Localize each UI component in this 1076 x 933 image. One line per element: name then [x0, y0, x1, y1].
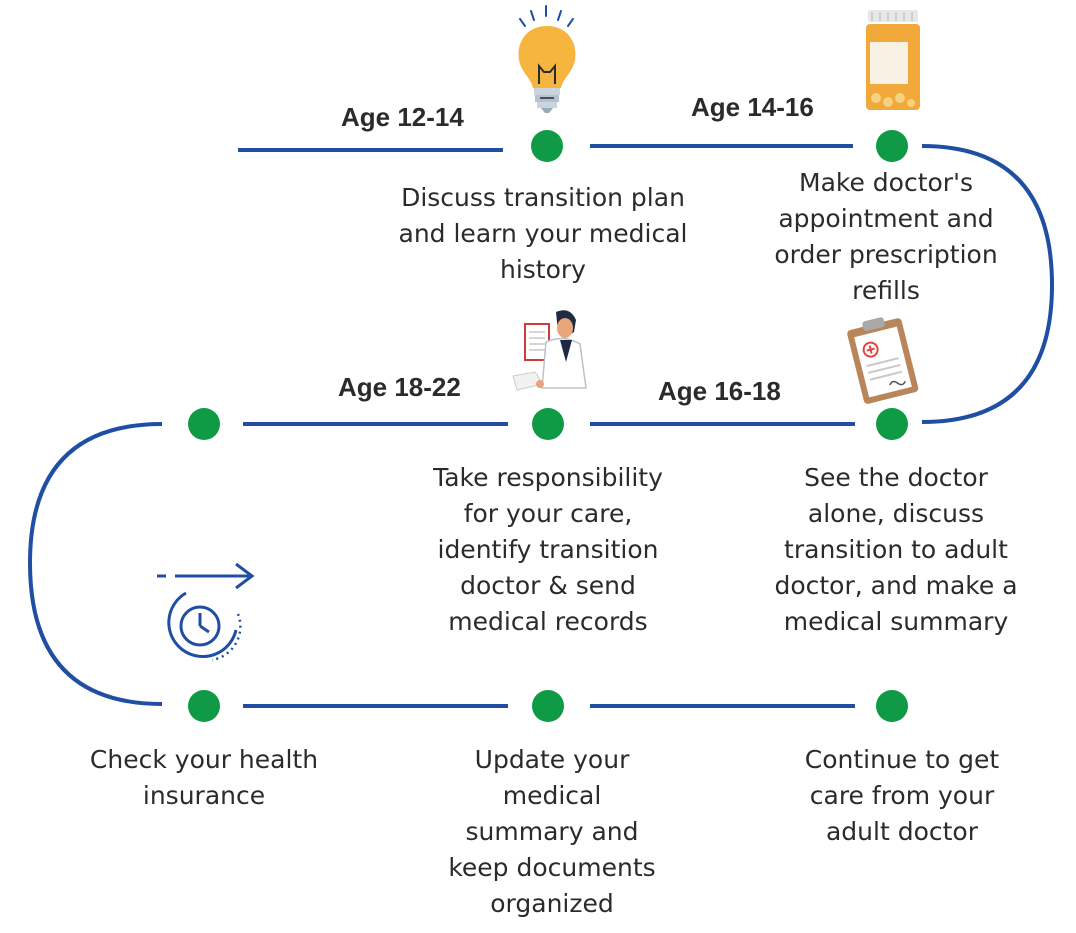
description-line: history	[499, 255, 586, 284]
light-bulb-icon	[518, 5, 576, 113]
description-line: keep documents	[448, 853, 656, 882]
description-line: Take responsibility	[433, 463, 663, 492]
description-line: for your care,	[463, 499, 633, 528]
step-description: Update your medical summary and keep doc…	[448, 742, 655, 922]
description-line: summary and	[465, 817, 639, 846]
step-description: Make doctor's appointment and order pres…	[774, 165, 997, 309]
step-description: Check your health insurance	[90, 742, 318, 814]
age-label: Age 18-22	[338, 372, 461, 402]
age-label: Age 14-16	[691, 92, 814, 122]
milestone-dot	[876, 130, 908, 162]
doctor-icon	[512, 310, 587, 391]
description-line: Make doctor's	[799, 168, 973, 197]
description-line: organized	[490, 889, 614, 918]
milestone-dot	[188, 690, 220, 722]
step-description: Take responsibility for your care, ident…	[433, 460, 663, 640]
clock-arrow-icon	[157, 562, 255, 662]
milestone-dot	[531, 130, 563, 162]
step-description: Discuss transition plan and learn your m…	[399, 180, 688, 288]
description-line: doctor & send	[460, 571, 636, 600]
milestone-dot	[876, 408, 908, 440]
step-description: Continue to get care from your adult doc…	[805, 742, 999, 850]
description-line: medical	[502, 781, 602, 810]
timeline-curve-left	[27, 422, 163, 706]
milestone-dot	[532, 408, 564, 440]
milestone-dot	[876, 690, 908, 722]
description-line: medical summary	[783, 607, 1009, 636]
description-line: adult doctor	[825, 817, 978, 846]
milestone-dot	[188, 408, 220, 440]
description-line: and learn your medical	[398, 219, 688, 248]
description-line: Update your	[474, 745, 630, 774]
description-line: refills	[852, 276, 920, 305]
description-line: insurance	[142, 781, 266, 810]
description-line: alone, discuss	[807, 499, 985, 528]
description-line: doctor, and make a	[774, 571, 1018, 600]
description-line: medical records	[448, 607, 648, 636]
pill-bottle-icon	[866, 10, 920, 110]
description-line: appointment and	[778, 204, 994, 233]
age-label: Age 16-18	[658, 376, 781, 406]
step-description: See the doctor alone, discuss transition…	[774, 460, 1017, 640]
age-label: Age 12-14	[341, 102, 464, 132]
description-line: identify transition	[437, 535, 659, 564]
description-line: Discuss transition plan	[401, 183, 685, 212]
description-line: Check your health	[89, 745, 319, 774]
description-line: order prescription	[774, 240, 998, 269]
description-line: See the doctor	[804, 463, 988, 492]
description-line: care from your	[809, 781, 995, 810]
milestone-dot	[532, 690, 564, 722]
description-line: Continue to get	[804, 745, 1000, 774]
description-line: transition to adult	[784, 535, 1008, 564]
clipboard-icon	[847, 317, 919, 404]
timeline-curve-right	[921, 144, 1055, 424]
